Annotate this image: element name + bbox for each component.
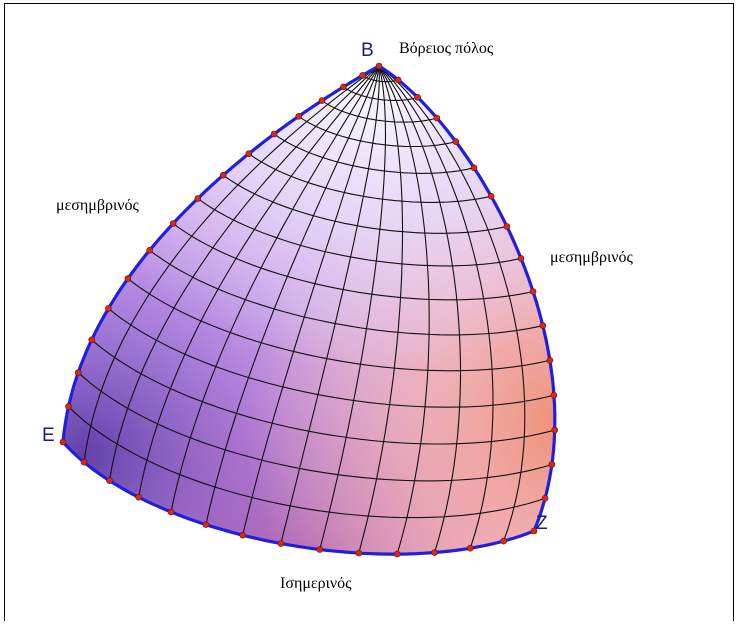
parallel-line <box>362 74 399 83</box>
right-meridian-point <box>548 461 556 468</box>
equator-point <box>500 537 507 545</box>
equator-label: Ισημερινός <box>280 575 352 592</box>
left-meridian-point <box>74 369 82 376</box>
right-meridian-point <box>529 288 537 295</box>
north-point-label: B <box>361 40 374 61</box>
equator-point <box>167 508 175 516</box>
left-meridian-point <box>88 336 95 344</box>
right-meridian-point <box>433 114 441 122</box>
parallel-line <box>149 249 543 336</box>
right-meridian-point <box>394 76 402 84</box>
right-meridian-point <box>539 322 547 329</box>
parallel-line <box>197 198 522 267</box>
left-meridian-point <box>169 220 177 227</box>
left-meridian-point <box>375 62 383 70</box>
equator-point <box>355 549 363 557</box>
right-meridian-point <box>541 494 549 502</box>
equator-point <box>202 521 210 528</box>
left-meridian-point <box>340 83 347 91</box>
parallel-line <box>172 223 534 301</box>
equator-point <box>466 544 474 552</box>
parallel-line <box>343 86 418 101</box>
left-meridian-point <box>65 403 72 410</box>
point-z-label: Z <box>536 513 548 534</box>
equator-point <box>316 546 324 553</box>
equator-point <box>277 540 285 547</box>
parallel-line <box>321 100 438 123</box>
north-pole-label: Βόρειος πόλος <box>399 40 494 57</box>
right-meridian-point <box>414 94 421 101</box>
right-meridian-point <box>487 192 495 200</box>
right-meridian-point <box>452 138 460 145</box>
meridian-label-right: μεσημβρινός <box>550 249 634 266</box>
left-meridian-point <box>124 275 132 282</box>
left-meridian-point <box>219 171 227 179</box>
equator-point <box>80 458 88 466</box>
left-meridian-point <box>194 195 202 202</box>
boundary-points <box>59 62 559 558</box>
left-meridian-point <box>245 150 253 157</box>
equator-point <box>135 493 142 501</box>
parallel-line <box>248 153 492 203</box>
left-meridian-point <box>146 247 153 254</box>
parallel-line <box>298 115 456 148</box>
surface <box>63 66 555 555</box>
parallel-line <box>77 372 553 482</box>
point-e-label: E <box>42 425 55 446</box>
equator-point <box>393 550 401 558</box>
parallel-line <box>68 406 546 519</box>
parallel-line <box>127 278 551 372</box>
meridian-label-left: μεσημβρινός <box>56 197 140 214</box>
equator-point <box>239 531 246 539</box>
right-meridian-point <box>530 527 538 535</box>
equator-point <box>106 477 113 484</box>
right-meridian-point <box>550 391 558 399</box>
right-meridian-point <box>470 164 478 172</box>
right-meridian-point <box>517 255 525 262</box>
right-meridian-point <box>551 426 559 434</box>
surface-shade-top <box>63 66 555 555</box>
equator-point <box>431 549 438 556</box>
parallel-line <box>273 133 475 174</box>
left-meridian-point <box>295 113 303 120</box>
left-meridian-point <box>105 305 112 312</box>
right-meridian-point <box>546 356 554 364</box>
left-meridian-point <box>270 130 278 138</box>
parallel-grid <box>68 74 555 519</box>
parallel-line <box>222 174 508 234</box>
canvas-frame <box>4 3 734 621</box>
left-meridian-point <box>59 438 67 446</box>
parallel-line <box>91 339 555 445</box>
left-meridian-point <box>359 72 366 79</box>
left-meridian-point <box>318 97 326 104</box>
parallel-line <box>108 307 555 408</box>
right-meridian-point <box>503 223 511 230</box>
